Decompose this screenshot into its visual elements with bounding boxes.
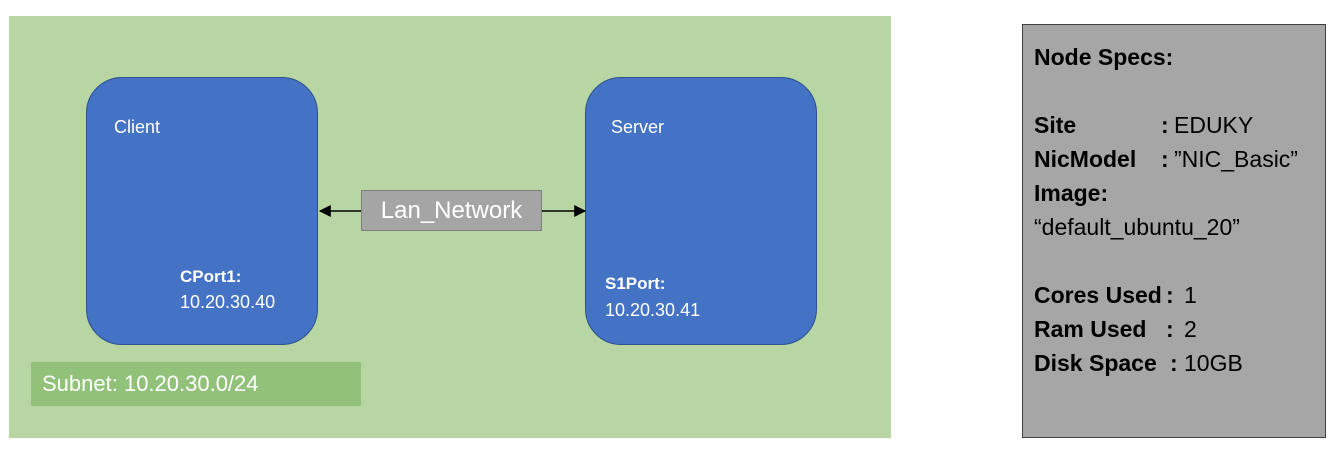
spec-cores-value: 1 xyxy=(1184,282,1197,308)
spec-image: Image: xyxy=(1034,176,1325,210)
server-port-label: S1Port: xyxy=(605,274,666,293)
spec-ram: Ram Used : 2 xyxy=(1034,312,1325,346)
spec-disk-key: Disk Space xyxy=(1034,350,1157,376)
spec-image-value-row: “default_ubuntu_20” xyxy=(1034,210,1325,244)
spec-nic: NicModel : ”NIC_Basic” xyxy=(1034,142,1325,176)
client-port-ip: 10.20.30.40 xyxy=(180,292,276,312)
client-node[interactable]: Client CPort1: 10.20.30.40 xyxy=(86,77,318,345)
spec-cores-sep: : xyxy=(1166,282,1174,308)
specs-heading: Node Specs: xyxy=(1034,44,1174,70)
node-specs-panel: Node Specs: Site : EDUKY NicModel : ”NIC… xyxy=(1022,24,1326,438)
lan-network-node[interactable]: Lan_Network xyxy=(361,190,542,231)
spec-ram-key: Ram Used xyxy=(1034,316,1147,342)
spec-cores-key: Cores Used xyxy=(1034,282,1162,308)
spec-ram-value: 2 xyxy=(1184,316,1197,342)
client-node-title: Client xyxy=(114,117,161,137)
spec-site-sep: : xyxy=(1161,112,1169,138)
client-port-label: CPort1: xyxy=(180,267,242,286)
spec-ram-sep: : xyxy=(1166,316,1174,342)
spec-disk-sep: : xyxy=(1170,350,1178,376)
spec-image-value: “default_ubuntu_20” xyxy=(1034,214,1240,240)
spec-nic-sep: : xyxy=(1161,146,1169,172)
server-port-ip: 10.20.30.41 xyxy=(605,300,701,320)
spec-disk-value: 10GB xyxy=(1184,350,1243,376)
subnet-label: Subnet: 10.20.30.0/24 xyxy=(31,362,361,406)
spec-nic-key: NicModel xyxy=(1034,146,1137,172)
spec-disk: Disk Space : 10GB xyxy=(1034,346,1325,380)
spec-site: Site : EDUKY xyxy=(1034,108,1325,142)
spec-image-key: Image: xyxy=(1034,180,1109,206)
spec-site-value: EDUKY xyxy=(1174,112,1254,138)
spec-nic-value: ”NIC_Basic” xyxy=(1174,146,1298,172)
spec-site-key: Site xyxy=(1034,112,1077,138)
server-node-title: Server xyxy=(611,117,665,137)
server-node[interactable]: Server S1Port: 10.20.30.41 xyxy=(585,77,817,345)
spec-cores: Cores Used : 1 xyxy=(1034,278,1325,312)
